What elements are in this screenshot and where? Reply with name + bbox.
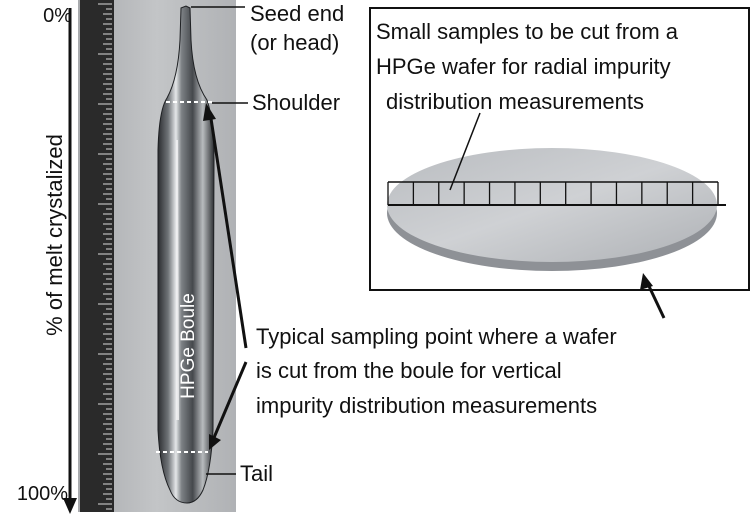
sampling-text-line2: is cut from the boule for vertical — [256, 358, 562, 383]
ruler — [80, 0, 114, 512]
seed-end-label-line1: Seed end — [250, 1, 344, 26]
inset-text-line2: HPGe wafer for radial impurity — [376, 54, 671, 79]
sample-grid — [387, 181, 726, 206]
sampling-arrow-upper — [208, 111, 248, 349]
axis-bottom-tick: 100% — [17, 483, 68, 505]
wafer-pointer-arrowhead — [640, 273, 653, 290]
shoulder-label: Shoulder — [252, 90, 340, 115]
grid-cell-dividers — [387, 182, 719, 205]
seed-end-label-line2: (or head) — [250, 30, 339, 55]
sampling-arrows — [203, 103, 248, 450]
sampling-text-line3: impurity distribution measurements — [256, 393, 597, 418]
sampling-arrowhead-lower — [209, 434, 221, 450]
axis-arrowhead — [63, 498, 77, 514]
seed-end-annotation: Seed end (or head) — [191, 1, 344, 55]
sampling-point-text: Typical sampling point where a wafer is … — [256, 324, 617, 418]
sample-leader — [449, 112, 481, 191]
boule-highlight — [176, 140, 179, 420]
ruler-ticks — [98, 3, 112, 510]
wafer-pointer-arrow — [640, 273, 666, 319]
boule-photo: HPGe Boule — [78, 0, 236, 512]
boule-label: HPGe Boule — [178, 293, 199, 399]
tail-annotation: Tail — [206, 461, 273, 486]
sampling-text-line1: Typical sampling point where a wafer — [256, 324, 617, 349]
sampling-arrow-lower — [211, 361, 248, 441]
melt-axis: 0% 100% % of melt crystalized — [17, 5, 77, 514]
sampling-arrowhead-upper — [203, 103, 216, 121]
shoulder-annotation: Shoulder — [212, 90, 340, 115]
tail-label: Tail — [240, 461, 273, 486]
inset-text-line3: distribution measurements — [386, 89, 644, 114]
wafer-pointer-line — [645, 281, 666, 319]
axis-label: % of melt crystalized — [42, 134, 67, 336]
hpge-boule — [157, 5, 215, 504]
axis-top-tick: 0% — [43, 5, 72, 27]
wafer-inset: Small samples to be cut from a HPGe wafe… — [369, 7, 750, 291]
inset-text-line1: Small samples to be cut from a — [376, 19, 679, 44]
